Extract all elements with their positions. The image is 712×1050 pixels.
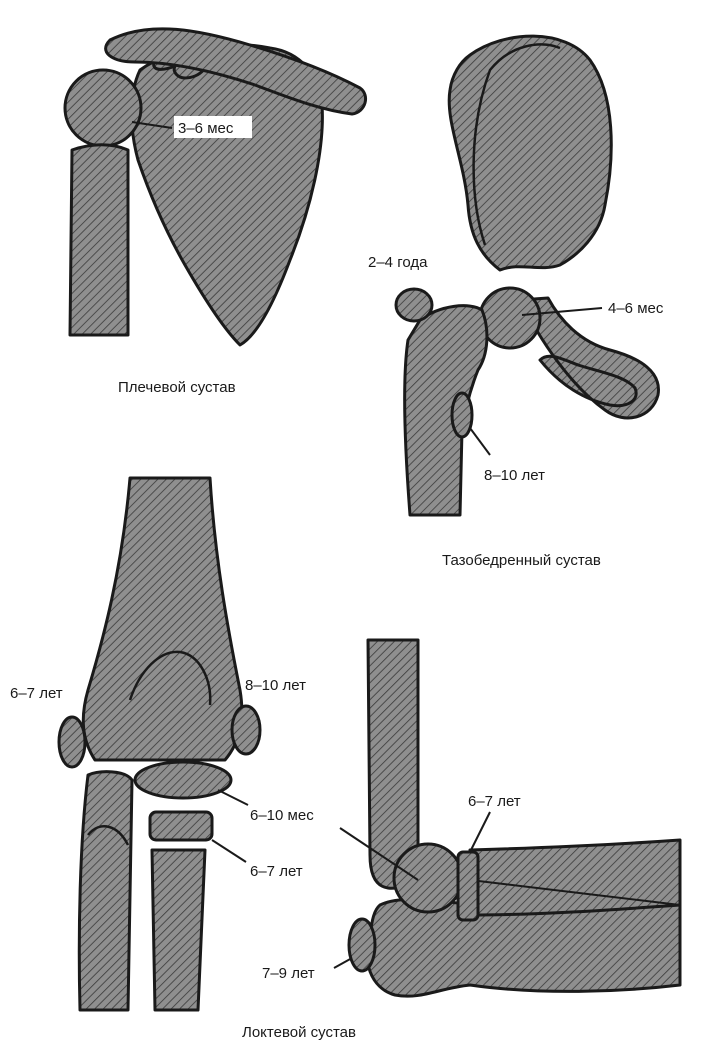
humerus-bone	[70, 145, 128, 335]
lesser-trochanter-label: 8–10 лет	[484, 467, 545, 484]
shoulder-joint: 3–6 мес Плечевой сустав	[65, 29, 366, 396]
olecranon-label: 7–9 лет	[262, 965, 315, 982]
olecranon-leader	[334, 958, 352, 968]
trochanter-ossification	[396, 289, 432, 321]
fibula-bone	[152, 850, 205, 1010]
distal-epiphysis-ossification	[135, 762, 231, 798]
elbow-joint: 6–7 лет 7–9 лет Локтевой сустав	[242, 640, 680, 1041]
knee-joint: 6–7 лет 8–10 лет 6–10 мес 6–7 лет	[10, 478, 314, 1010]
radius-bone	[470, 840, 680, 915]
proximal-epiphysis-label: 6–7 лет	[250, 863, 303, 880]
elbow-caption: Локтевой сустав	[242, 1024, 356, 1041]
hip-joint: 2–4 года 4–6 мес 8–10 лет Тазобедренный …	[368, 36, 664, 569]
radial-head-leader	[470, 812, 490, 852]
proximal-epiphysis-leader	[212, 840, 246, 862]
distal-epiphysis-label: 6–10 мес	[250, 807, 314, 824]
femur-distal-bone	[83, 478, 242, 760]
femoral-head-ossification	[480, 288, 540, 348]
left-epicondyle-ossification	[59, 717, 85, 767]
shoulder-caption: Плечевой сустав	[118, 379, 236, 396]
humeral-head-label: 3–6 мес	[178, 120, 234, 137]
proximal-epiphysis-ossification	[150, 812, 212, 840]
radial-head-label: 6–7 лет	[468, 793, 521, 810]
lesser-trochanter-leader	[470, 428, 490, 455]
femur-bone	[405, 306, 487, 515]
right-epicondyle-ossification	[232, 706, 260, 754]
tibia-bone	[79, 772, 132, 1010]
hip-caption: Тазобедренный сустав	[442, 552, 601, 569]
olecranon-ossification	[349, 919, 375, 971]
trochanter-label: 2–4 года	[368, 254, 428, 271]
humeral-head-ossification	[65, 70, 141, 146]
capitulum-ossification	[394, 844, 462, 912]
lesser-trochanter-ossification	[452, 393, 472, 437]
right-epicondyle-label: 8–10 лет	[245, 677, 306, 694]
left-epicondyle-label: 6–7 лет	[10, 685, 63, 702]
femoral-head-label: 4–6 мес	[608, 300, 664, 317]
distal-epiphysis-leader	[218, 790, 248, 805]
radial-head-ossification	[458, 852, 478, 920]
